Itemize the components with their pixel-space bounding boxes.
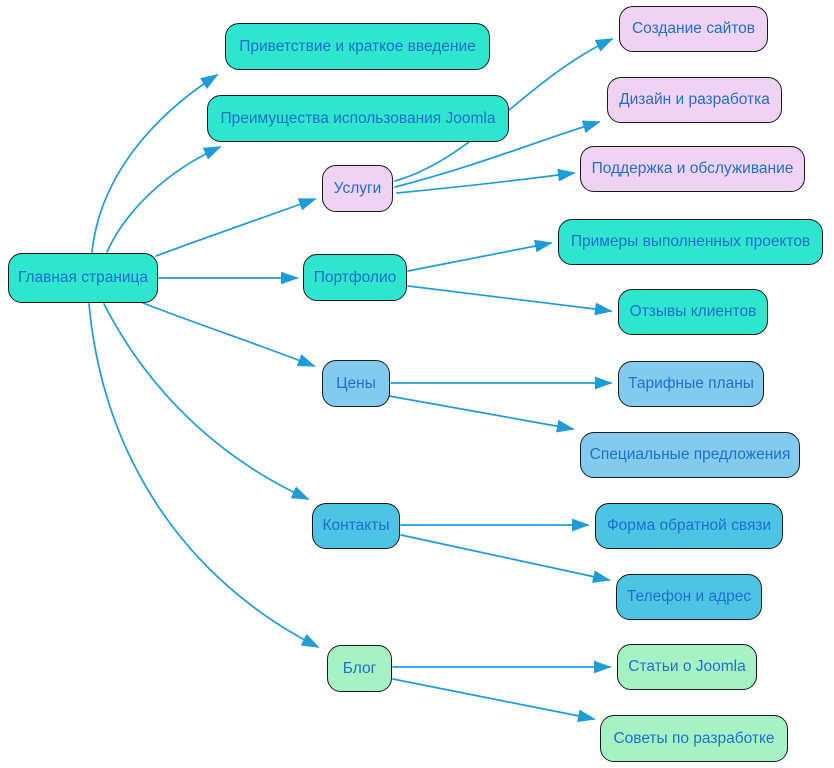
node-contacts: Контакты [312,503,400,549]
node-label-support: Поддержка и обслуживание [591,160,794,178]
node-reviews: Отзывы клиентов [618,289,768,335]
edge-home-services [155,198,317,257]
node-form: Форма обратной связи [595,503,783,549]
node-plans: Тарифные планы [618,361,764,407]
node-label-tips: Советы по разработке [613,729,775,747]
node-label-advantages: Преимущества использования Joomla [220,109,496,127]
node-sites: Создание сайтов [619,6,768,52]
node-support: Поддержка и обслуживание [580,146,805,192]
node-label-offers: Специальные предложения [589,446,791,464]
node-label-plans: Тарифные планы [628,375,754,393]
node-tips: Советы по разработке [600,715,788,762]
edge-home-prices [142,302,316,367]
edge-services-support [396,168,576,194]
edge-portfolio-reviews [407,285,613,316]
node-label-portfolio: Портфолио [313,268,397,286]
node-home: Главная страница [8,253,158,303]
node-label-examples: Примеры выполненных проектов [570,233,811,251]
node-label-services: Услуги [333,179,382,197]
edges-group [88,38,614,723]
edge-home-advantages [106,146,222,253]
edge-home-contacts [103,303,310,500]
edge-blog-tips [392,678,596,723]
node-label-phone: Телефон и адрес [626,588,752,606]
node-welcome: Приветствие и краткое введение [225,23,490,70]
node-label-welcome: Приветствие и краткое введение [239,37,476,55]
node-blog: Блог [327,645,392,692]
edge-contacts-phone [400,534,611,583]
node-articles: Статьи о Joomla [617,644,757,690]
node-portfolio: Портфолио [303,254,407,301]
node-label-design: Дизайн и разработка [619,91,770,109]
node-label-prices: Цены [336,374,376,392]
node-advantages: Преимущества использования Joomla [207,95,509,142]
node-offers: Специальные предложения [580,432,800,478]
node-prices: Цены [322,360,390,407]
edge-portfolio-examples [407,239,553,272]
edge-services-design [394,120,601,188]
node-services: Услуги [322,165,393,212]
node-design: Дизайн и разработка [607,77,782,123]
node-label-sites: Создание сайтов [631,20,756,38]
node-label-articles: Статьи о Joomla [628,658,746,676]
edge-home-blog [88,303,320,648]
node-label-reviews: Отзывы клиентов [629,303,757,321]
node-label-form: Форма обратной связи [606,517,772,535]
node-phone: Телефон и адрес [616,574,762,620]
node-label-home: Главная страница [17,269,149,287]
edge-home-welcome [91,74,219,253]
node-examples: Примеры выполненных проектов [558,219,823,265]
node-label-contacts: Контакты [322,517,390,535]
edge-prices-offers [388,395,575,433]
node-label-blog: Блог [342,659,377,677]
